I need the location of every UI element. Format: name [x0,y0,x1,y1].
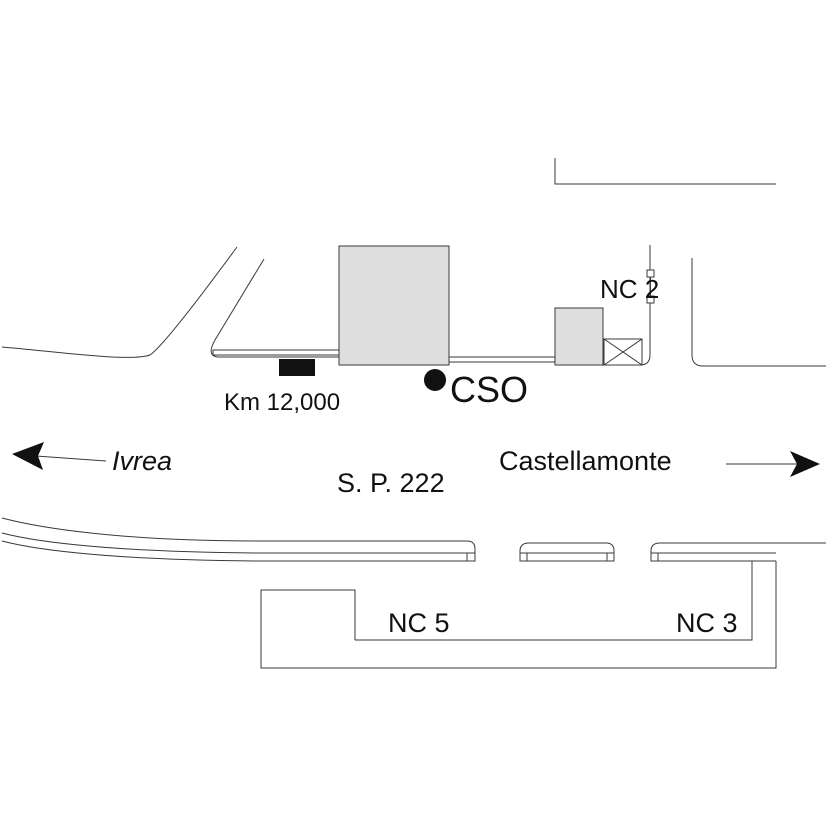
km-marker-sign [279,359,315,376]
crossed-box-structure [603,338,643,366]
label-cso: CSO [450,369,528,410]
label-castellamonte: Castellamonte [499,446,672,476]
north-sidewalk-west [212,349,341,356]
south-road-edge-inner [1,532,467,554]
label-nc3: NC 3 [676,608,738,638]
northwest-road-outer-edge [1,246,238,358]
south-road-edge-outer [1,517,476,562]
south-kerb-end-west [466,552,476,562]
cso-point [424,369,446,391]
south-road-edge-lower [1,540,467,562]
arrow-to-ivrea [12,442,107,470]
arrow-to-castellamonte [726,451,820,477]
east-side-road-edge [691,258,826,367]
north-sidewalk-middle [448,356,556,363]
label-ivrea: Ivrea [112,446,172,476]
property-boundary-south-outer [260,561,777,669]
cso-building [338,245,450,366]
south-sidewalk-east [650,542,826,562]
label-km-marker: Km 12,000 [224,389,340,416]
northwest-road-inner-edge [210,258,340,358]
label-nc2: NC 2 [600,274,659,304]
label-nc5: NC 5 [388,608,450,638]
south-traffic-island [519,542,615,562]
label-road-name: S. P. 222 [337,468,445,498]
small-building [554,307,604,366]
property-boundary-northeast [554,158,776,185]
property-boundary-south-inner [355,561,753,641]
